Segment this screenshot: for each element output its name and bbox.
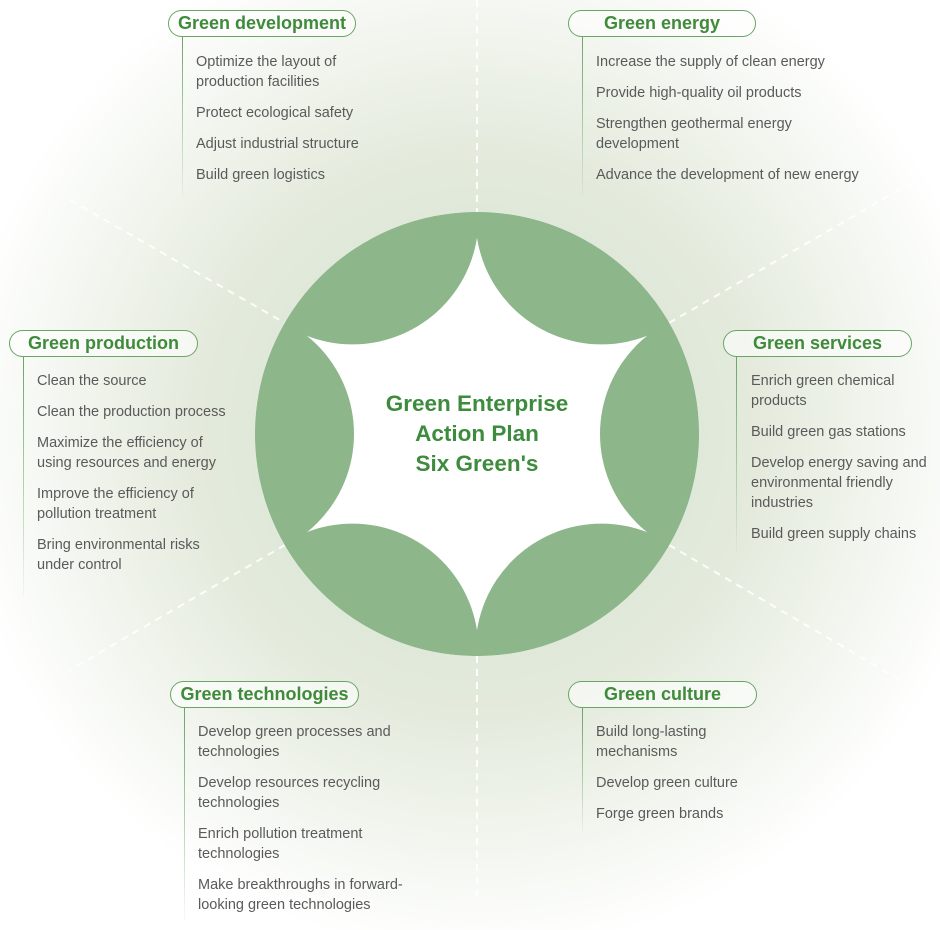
list-item: Develop energy saving and environmental … — [751, 455, 927, 511]
group-stem — [582, 37, 584, 197]
list-item: Build green gas stations — [751, 424, 906, 440]
list-item: Maximize the efficiency of using resourc… — [37, 435, 216, 471]
group-stem — [184, 708, 186, 920]
group-stem — [23, 357, 25, 597]
list-item: Build long-lasting mechanisms — [596, 724, 707, 760]
divider-line-upper-left — [69, 199, 286, 324]
list-item: Forge green brands — [596, 806, 724, 822]
list-item: Adjust industrial structure — [196, 136, 359, 152]
list-item: Provide high-quality oil products — [596, 85, 802, 101]
petal-left — [255, 308, 354, 560]
list-item: Make breakthroughs in forward-looking gr… — [198, 877, 403, 913]
center-title-line-1: Green Enterprise — [385, 391, 569, 416]
group-stem — [736, 357, 738, 552]
list-item: Develop green culture — [596, 775, 738, 791]
list-item: Develop green processes and technologies — [198, 724, 391, 760]
center-title-line-2: Action Plan — [415, 421, 539, 446]
group-stem — [182, 37, 184, 197]
list-item: Optimize the layout of production facili… — [196, 54, 337, 90]
petal-rim — [255, 212, 699, 656]
petal-right — [600, 308, 699, 560]
list-item: Advance the development of new energy — [596, 167, 859, 183]
group-stem — [582, 708, 584, 833]
list-item: Build green supply chains — [751, 526, 917, 542]
list-item: Clean the production process — [37, 404, 226, 420]
divider-line-upper-right — [668, 171, 931, 324]
group-title-green-culture: Green culture — [568, 681, 757, 708]
group-title-green-services: Green services — [723, 330, 912, 357]
list-item: Strengthen geothermal energy development — [596, 116, 792, 152]
center-title: Green Enterprise Action Plan Six Green's — [337, 389, 617, 479]
group-title-green-energy: Green energy — [568, 10, 756, 37]
list-item: Increase the supply of clean energy — [596, 54, 825, 70]
list-item: Bring environmental risks under control — [37, 537, 200, 573]
list-item: Protect ecological safety — [196, 105, 354, 121]
list-item: Enrich pollution treatment technologies — [198, 826, 363, 862]
list-item: Improve the efficiency of pollution trea… — [37, 486, 194, 522]
divider-line-lower-right — [668, 544, 901, 681]
center-title-line-3: Six Green's — [415, 451, 539, 476]
group-title-green-development: Green development — [168, 10, 356, 37]
list-item: Enrich green chemical products — [751, 373, 895, 409]
group-title-green-technologies: Green technologies — [170, 681, 359, 708]
list-item: Build green logistics — [196, 167, 325, 183]
list-item: Clean the source — [37, 373, 147, 389]
divider-line-lower-left — [69, 544, 286, 671]
divider-lines — [69, 0, 931, 900]
group-title-green-production: Green production — [9, 330, 198, 357]
list-item: Develop resources recycling technologies — [198, 775, 381, 811]
